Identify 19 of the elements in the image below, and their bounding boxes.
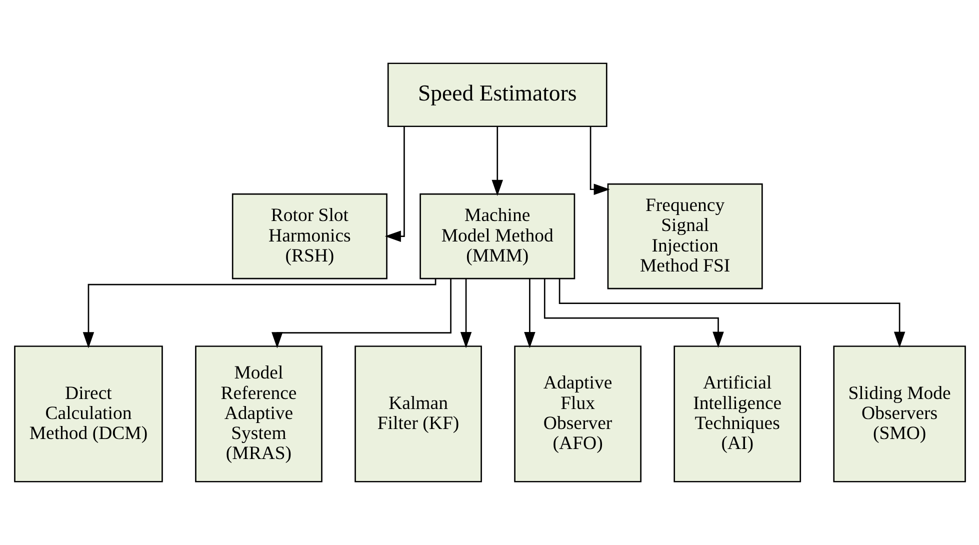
arrow: [271, 278, 451, 348]
node-box: Model Reference Adaptive System (MRAS): [194, 346, 322, 482]
node-box: Frequency Signal Injection Method FSI: [606, 183, 762, 290]
arrow: [491, 126, 502, 196]
arrow: [460, 278, 472, 348]
node-box: Speed Estimators: [386, 62, 607, 128]
arrow: [589, 126, 610, 196]
node-box: Machine Model Method (MMM): [419, 193, 575, 280]
arrow: [524, 278, 535, 348]
node-box: Rotor Slot Harmonics (RSH): [231, 193, 387, 280]
arrow: [384, 126, 404, 242]
arrow: [543, 278, 724, 348]
arrow: [82, 278, 436, 348]
node-box: Kalman Filter (KF): [354, 346, 482, 482]
node-box: Direct Calculation Method (DCM): [14, 346, 162, 482]
node-box: Adaptive Flux Observer (AFO): [514, 346, 641, 482]
node-box: Artificial Intelligence Techniques (AI): [673, 346, 801, 482]
node-box: Sliding Mode Observers (SMO): [832, 346, 966, 482]
arrow: [558, 278, 905, 348]
